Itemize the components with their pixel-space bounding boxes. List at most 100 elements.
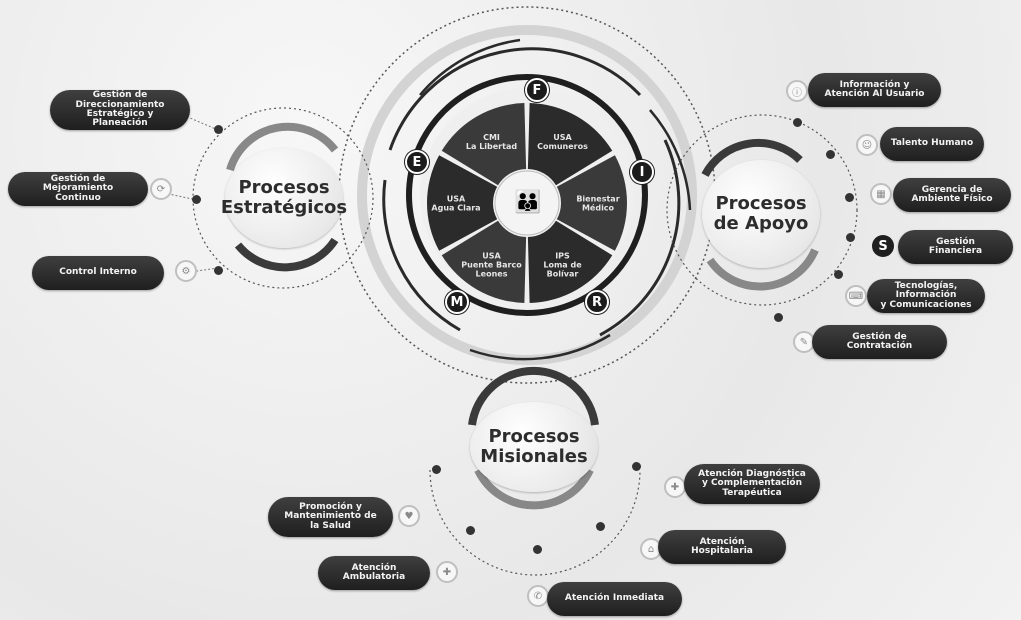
hub-support-line1: Procesos: [715, 193, 807, 215]
pill-line: Atención: [351, 562, 397, 573]
connector-dot: [774, 313, 783, 322]
pill-line: Direccionamiento: [75, 99, 165, 110]
arc-outer-bottom: [469, 333, 611, 361]
wheel-segment[interactable]: [441, 103, 527, 186]
pill-line: Promoción y: [299, 501, 362, 512]
pill-line: Ambulatoria: [342, 572, 406, 582]
letter-badge: F: [525, 78, 549, 102]
pill-line: la Salud: [310, 520, 351, 531]
letter-badge: M: [445, 290, 469, 314]
connector-dot: [214, 125, 223, 134]
connector-dot: [834, 270, 843, 279]
connector-dot: [846, 233, 855, 242]
missional-item-inmediata[interactable]: Atención Inmediata: [547, 582, 682, 616]
wheel-segment[interactable]: [441, 220, 527, 303]
support-item-financiera[interactable]: Gestión Financiera: [898, 230, 1013, 264]
hub-strategic-line1: Procesos: [238, 177, 330, 199]
center-hub: [494, 170, 560, 236]
connector-dot: [192, 195, 201, 204]
family-icon: 👪: [514, 190, 542, 215]
hub-missional-line2: Misionales: [480, 446, 588, 467]
connector-dot: [466, 526, 475, 535]
building-icon: ▦: [870, 183, 892, 205]
pill-line: Gerencia de: [921, 184, 983, 195]
pill-line: Atención Al Usuario: [824, 89, 925, 99]
pill-line: Continuo: [55, 192, 101, 203]
letter-badge: E: [405, 150, 429, 174]
missional-ring-accent: [468, 366, 599, 426]
pill-line: Talento Humano: [890, 138, 974, 149]
support-item-contratacion[interactable]: Gestión de Contratación: [812, 325, 947, 359]
pill-line: Atención Inmediata: [564, 593, 665, 604]
strategic-ring-accent: [226, 122, 339, 172]
pill-line: Terapéutica: [722, 487, 782, 498]
control-icon: ⚙: [175, 260, 197, 282]
pill-line: Gestión de Mejoramiento: [42, 173, 114, 194]
wheel-segment[interactable]: [427, 155, 498, 251]
connector-dot: [845, 193, 854, 202]
pill-line: Ambiente Físico: [911, 194, 993, 204]
connector-dot: [632, 462, 641, 471]
people-icon: ☺: [856, 134, 878, 156]
improvement-icon: ⟳: [150, 178, 172, 200]
support-item-talento[interactable]: Talento Humano: [880, 127, 984, 161]
missional-dotted-arc: [429, 469, 641, 576]
arc-outer-top: [419, 38, 521, 96]
pill-line: Estratégico y Planeación: [86, 109, 154, 129]
pill-line: Tecnologías, Información: [894, 280, 958, 301]
pill-line: Control Interno: [59, 267, 137, 278]
connector-dot: [214, 266, 223, 275]
pill-line: Gestión Financiera: [928, 236, 983, 256]
tech-icon: ⌨: [845, 285, 867, 307]
wheel-segment[interactable]: [527, 103, 613, 186]
health-icon: ♥: [398, 505, 420, 527]
arc-right: [599, 139, 681, 337]
hub-missional-line1: Procesos: [488, 426, 580, 448]
support-ring-accent-2: [706, 248, 819, 291]
missional-item-hospitalaria[interactable]: Atención Hospitalaria: [658, 530, 786, 564]
info-icon: ⓘ: [786, 80, 808, 102]
wheel-segment[interactable]: [527, 220, 613, 303]
connector: [189, 117, 219, 131]
wheel-segment[interactable]: [556, 155, 627, 251]
connector-dot: [596, 522, 605, 531]
strategic-dotted-ring: [192, 107, 374, 289]
strategic-item-control-interno[interactable]: Control Interno: [32, 256, 164, 290]
connector-dot: [793, 118, 802, 127]
missional-ring-accent-2: [474, 468, 594, 510]
ambulatory-icon: ✚: [436, 561, 458, 583]
diagnostic-icon: ✚: [664, 476, 686, 498]
arc-outer-right: [649, 109, 692, 211]
pill-line: y Complementación: [701, 478, 803, 489]
support-ring-accent: [701, 139, 803, 177]
pill-line: Gestión de: [92, 90, 148, 101]
inner-dark-ring: [406, 74, 648, 316]
connector-dot: [826, 150, 835, 159]
emergency-icon: ✆: [527, 585, 549, 607]
pill-line: Atención Hospitalaria: [691, 536, 753, 556]
hub-support-line2: de Apoyo: [713, 213, 809, 234]
pill-line: Información y: [839, 79, 910, 90]
pill-line: Gestión de Contratación: [846, 331, 913, 351]
strategic-ring-accent-2: [234, 237, 339, 272]
hub-strategic-line2: Estratégicos: [220, 197, 348, 218]
pill-line: y Comunicaciones: [880, 299, 972, 310]
